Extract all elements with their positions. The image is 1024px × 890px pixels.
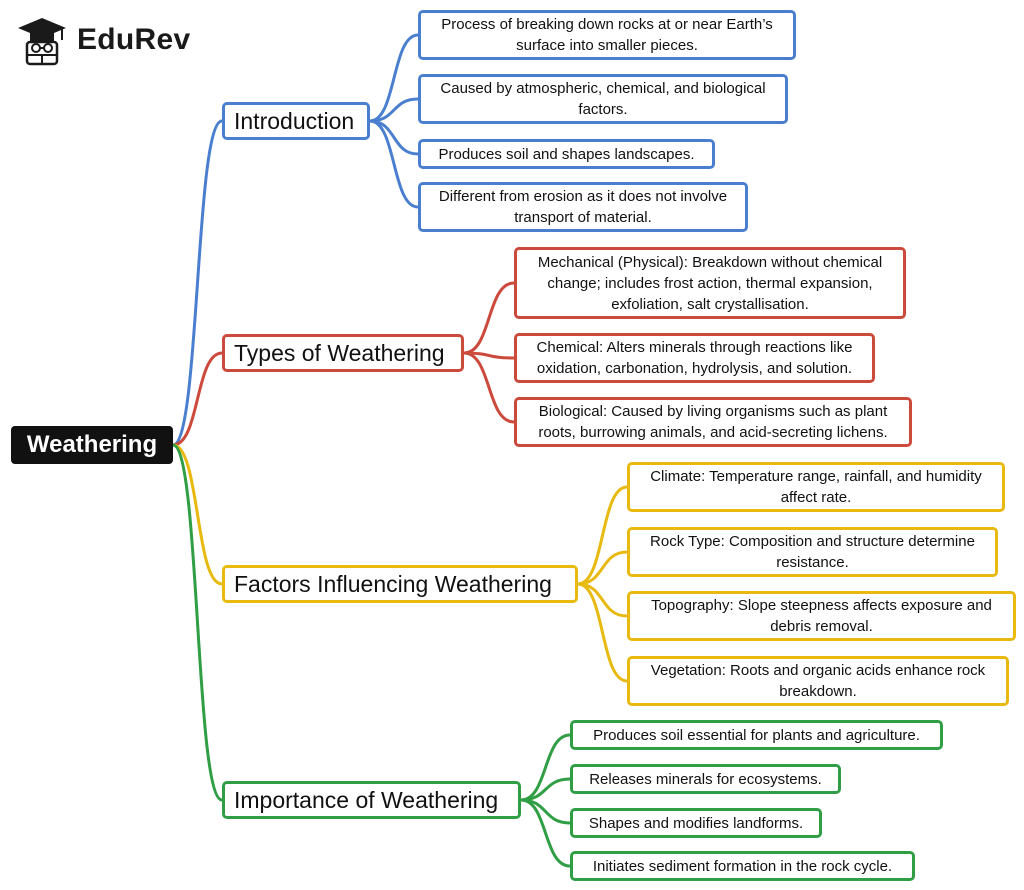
branch-importance-of-weathering[interactable]: Importance of Weathering (222, 781, 521, 819)
leaf-importance-4[interactable]: Initiates sediment formation in the rock… (570, 851, 915, 881)
connector-branch-2-to-leaf-3 (462, 351, 516, 424)
branch-factors-influencing-weathering[interactable]: Factors Influencing Weathering (222, 565, 578, 603)
connector-branch-3-to-leaf-2 (576, 550, 629, 586)
leaf-factors-4[interactable]: Vegetation: Roots and organic acids enha… (627, 656, 1009, 706)
branch-types-of-weathering[interactable]: Types of Weathering (222, 334, 464, 372)
leaf-factors-1[interactable]: Climate: Temperature range, rainfall, an… (627, 462, 1005, 512)
leaf-types-2[interactable]: Chemical: Alters minerals through reacti… (514, 333, 875, 383)
leaf-factors-2[interactable]: Rock Type: Composition and structure det… (627, 527, 998, 577)
root-node-weathering[interactable]: Weathering (11, 426, 173, 464)
edurev-logo: EduRev (16, 14, 191, 66)
connector-root-to-branch-1 (171, 119, 224, 447)
branch-introduction[interactable]: Introduction (222, 102, 370, 140)
connector-branch-4-to-leaf-4 (519, 798, 572, 868)
connector-branch-1-to-leaf-4 (368, 119, 420, 209)
connector-branch-3-to-leaf-1 (576, 485, 629, 586)
leaf-factors-3[interactable]: Topography: Slope steepness affects expo… (627, 591, 1016, 641)
brand-name: EduRev (77, 23, 191, 56)
connector-root-to-branch-2 (171, 351, 224, 447)
connector-branch-3-to-leaf-4 (576, 582, 629, 683)
leaf-introduction-1[interactable]: Process of breaking down rocks at or nea… (418, 10, 796, 60)
connector-root-to-branch-3 (171, 443, 224, 586)
leaf-introduction-2[interactable]: Caused by atmospheric, chemical, and bio… (418, 74, 788, 124)
leaf-introduction-3[interactable]: Produces soil and shapes landscapes. (418, 139, 715, 169)
leaf-importance-3[interactable]: Shapes and modifies landforms. (570, 808, 822, 838)
leaf-introduction-4[interactable]: Different from erosion as it does not in… (418, 182, 748, 232)
leaf-types-3[interactable]: Biological: Caused by living organisms s… (514, 397, 912, 447)
leaf-importance-1[interactable]: Produces soil essential for plants and a… (570, 720, 943, 750)
connector-branch-1-to-leaf-3 (368, 119, 420, 156)
connector-root-to-branch-4 (171, 443, 224, 802)
connector-branch-2-to-leaf-1 (462, 281, 516, 355)
graduation-cap-student-icon (18, 18, 66, 66)
leaf-importance-2[interactable]: Releases minerals for ecosystems. (570, 764, 841, 794)
leaf-types-1[interactable]: Mechanical (Physical): Breakdown without… (514, 247, 906, 319)
connector-branch-1-to-leaf-1 (368, 33, 420, 123)
connector-branch-4-to-leaf-1 (519, 733, 572, 802)
